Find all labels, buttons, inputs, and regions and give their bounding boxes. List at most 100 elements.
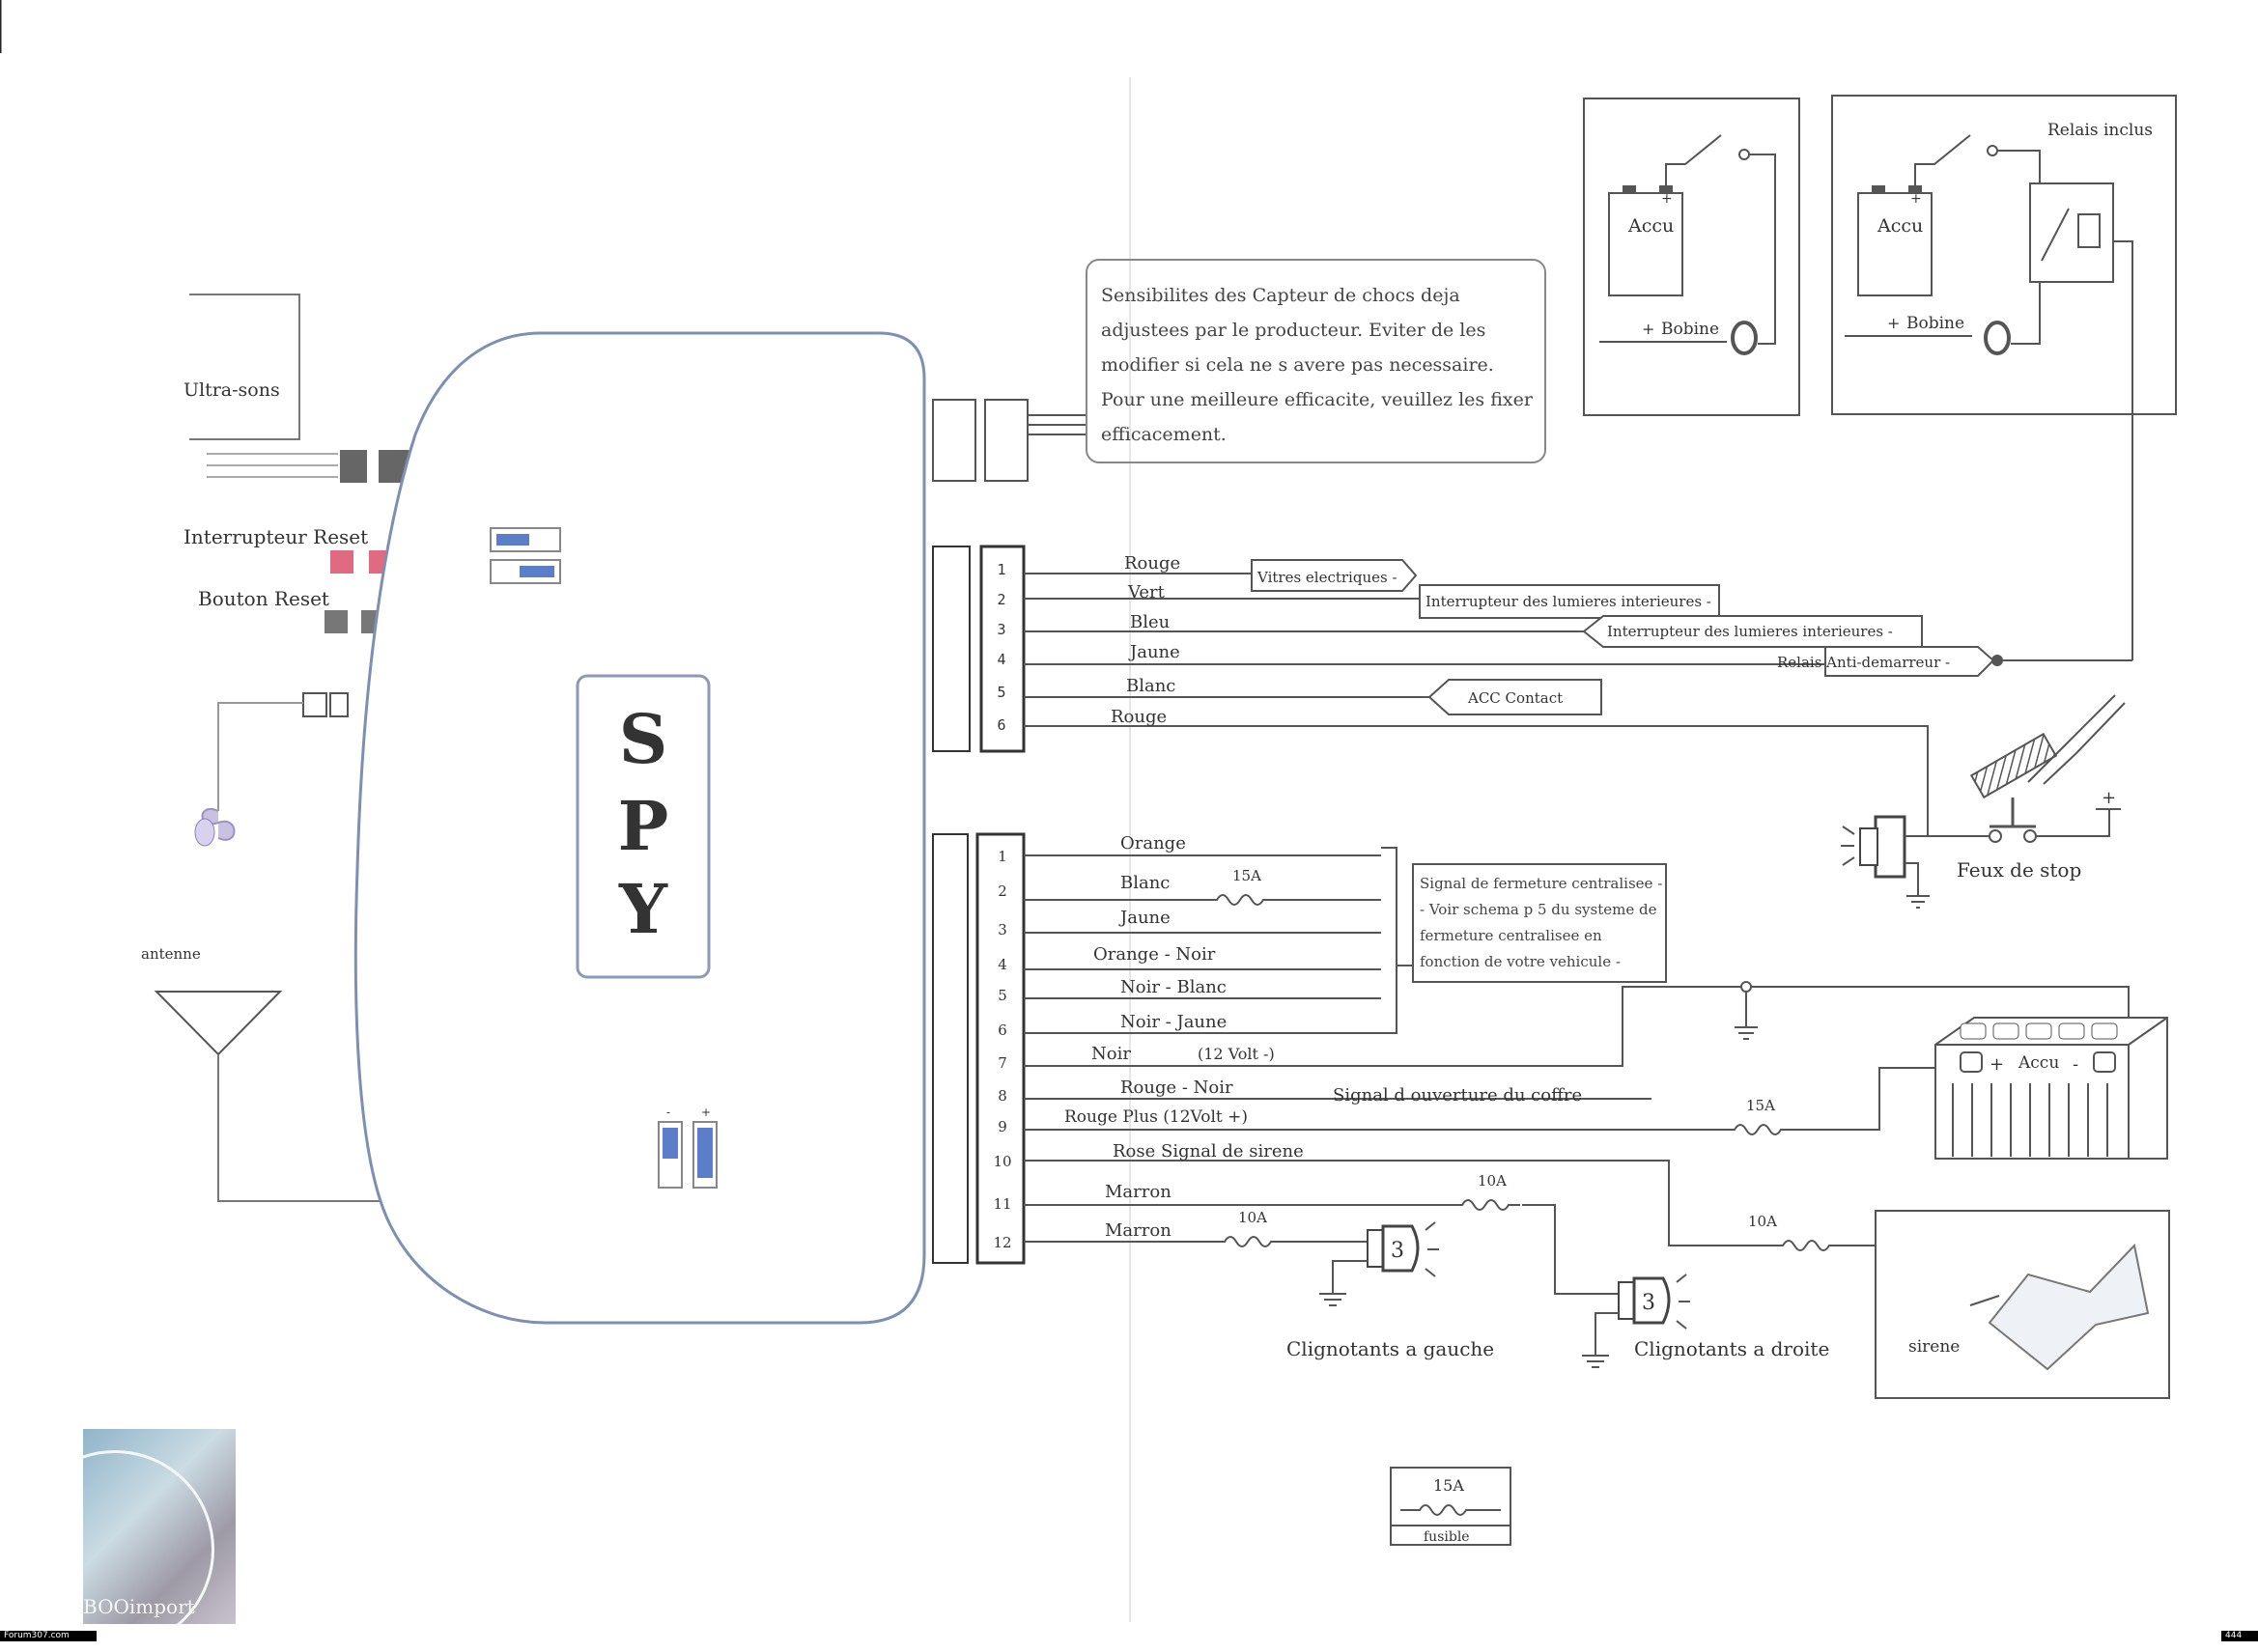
conn-b-pin-1: 1	[998, 848, 1007, 865]
brand-letter-s: S	[619, 699, 668, 779]
conn-b-pin-4: 4	[998, 956, 1007, 973]
lock-line-4: fonction de votre vehicule -	[1420, 953, 1621, 970]
svg-text:+: +	[2102, 788, 2116, 808]
wire-b7-volt: (12 Volt -)	[1198, 1045, 1275, 1063]
indicator-left: 3 Clignotants a gauche	[1286, 1221, 1494, 1360]
logo-text: BOOimport	[83, 1595, 195, 1618]
svg-text:+: +	[1642, 320, 1654, 338]
battery-label: Accu	[2018, 1053, 2059, 1073]
reset-button: Bouton Reset	[198, 587, 377, 633]
svg-text:-: -	[666, 1106, 670, 1119]
conn-b-pin-3: 3	[998, 921, 1007, 938]
relay1-bobine-label: Bobine	[1661, 320, 1719, 339]
fuse-marron-12: 10A	[1219, 1209, 1283, 1247]
lock-line-3: fermeture centralisee en	[1420, 927, 1602, 944]
fuse-accu: 15A	[1729, 1097, 1792, 1135]
svg-text:+: +	[1887, 314, 1900, 332]
conn-b-pin-10: 10	[993, 1153, 1011, 1170]
fuse-blanc: 15A	[1209, 867, 1275, 906]
relay-box-1: + Accu + Bobine	[1583, 98, 1800, 416]
brand-letter-y: Y	[618, 869, 668, 949]
lock-line-2: - Voir schema p 5 du systeme de	[1420, 901, 1657, 918]
reset-switch-label: Interrupteur Reset	[183, 525, 368, 548]
fuse-legend-label: fusible	[1424, 1529, 1470, 1545]
fuse-accu-label: 15A	[1746, 1097, 1775, 1114]
conn-b-pin-7: 7	[998, 1054, 1007, 1072]
wire-b9-label: Rouge Plus (12Volt +)	[1064, 1107, 1248, 1127]
svg-text:-: -	[2073, 1054, 2078, 1075]
ultrasons-label: Ultra-sons	[183, 379, 280, 401]
conn-b-pin-2: 2	[998, 882, 1007, 900]
car-battery: + - Accu	[1934, 1017, 2168, 1160]
fuse-sirene-label: 10A	[1748, 1213, 1777, 1230]
wire-b7-label: Noir	[1091, 1044, 1131, 1064]
shock-sensor-plug	[932, 399, 1086, 482]
fuse-marron-12-label: 10A	[1238, 1209, 1267, 1226]
connector-a-wires	[1024, 573, 2132, 836]
central-locking-note: Signal de fermeture centralisee - - Voir…	[1412, 863, 1667, 983]
tag-relais-label: Relais Anti-demarreur -	[1777, 654, 1950, 671]
conn-a-pin-6: 6	[997, 716, 1005, 734]
conn-b-pin-9: 9	[998, 1118, 1007, 1135]
antenna-label: antenne	[141, 945, 201, 963]
fuse-blanc-label: 15A	[1232, 867, 1261, 884]
booimport-logo: BOOimport	[83, 1429, 236, 1624]
wire-b5-label: Noir - Blanc	[1120, 977, 1227, 997]
wire-a2-label: Vert	[1127, 582, 1166, 602]
fuse-legend-value: 15A	[1433, 1476, 1464, 1495]
connector-b	[932, 832, 1026, 1265]
fuse-legend: 15A fusible	[1390, 1467, 1511, 1546]
wire-a5-label: Blanc	[1126, 676, 1175, 696]
conn-b-pin-5: 5	[998, 987, 1007, 1004]
fuse-marron-11: 10A	[1456, 1172, 1520, 1211]
conn-b-pin-12: 12	[993, 1234, 1011, 1251]
tag-relais: Relais Anti-demarreur -	[1777, 646, 2003, 677]
svg-text:+: +	[1910, 191, 1922, 207]
clig-gauche-label: Clignotants a gauche	[1286, 1337, 1494, 1360]
connector-b-wires	[1024, 847, 2130, 1295]
wire-b12-label: Marron	[1105, 1220, 1171, 1241]
lock-line-1: Signal de fermeture centralisee -	[1420, 875, 1663, 892]
wire-b10-label: Rose Signal de sirene	[1113, 1141, 1304, 1162]
wire-b4-label: Orange - Noir	[1093, 944, 1216, 965]
tag-interrupteur-2-label: Interrupteur des lumieres interieures -	[1607, 623, 1893, 640]
wire-a1-label: Rouge	[1124, 553, 1180, 574]
ground-battery	[1735, 981, 1758, 1040]
note-line-2: adjustees par le producteur. Eviter de l…	[1101, 320, 1486, 341]
svg-text:3: 3	[1391, 1239, 1404, 1263]
alarm-unit: S P Y - +	[353, 331, 926, 1325]
svg-text:3: 3	[1642, 1291, 1655, 1315]
svg-text:+: +	[1990, 1054, 2004, 1075]
wire-b8-label: Rouge - Noir	[1120, 1078, 1233, 1098]
tag-interrupteur-1-label: Interrupteur des lumieres interieures -	[1425, 593, 1711, 610]
brand-panel	[576, 674, 711, 979]
wire-b1-label: Orange	[1120, 833, 1186, 854]
tag-acc: ACC Contact	[1427, 679, 1602, 715]
brand-letter-p: P	[618, 786, 669, 866]
svg-text:+: +	[1661, 191, 1673, 207]
ultrasons-module: Ultra-sons	[183, 294, 409, 483]
wire-b2-label: Blanc	[1120, 873, 1170, 893]
wire-b6-label: Noir - Jaune	[1120, 1012, 1227, 1032]
wire-b11-label: Marron	[1105, 1182, 1171, 1202]
coffre-label: Signal d ouverture du coffre	[1333, 1085, 1582, 1106]
connector-b-pin-labels: 1 2 3 4 5 6 7 8 9 10 11 12	[993, 848, 1011, 1251]
conn-b-pin-8: 8	[998, 1087, 1007, 1105]
footer-source: Forum307.com	[0, 1631, 97, 1641]
conn-b-pin-11: 11	[993, 1195, 1011, 1213]
connector-a: 1 2 3 4 5 6	[932, 545, 1026, 753]
relay2-title: Relais inclus	[2047, 121, 2153, 140]
shock-sensor-connector	[194, 692, 349, 847]
note-line-3: modifier si cela ne s avere pas necessai…	[1101, 354, 1494, 376]
antenna: antenne	[141, 945, 406, 1202]
tag-acc-label: ACC Contact	[1467, 689, 1563, 707]
footer-size: 444 kb	[2221, 1631, 2258, 1651]
tag-interrupteur-2: Interrupteur des lumieres interieures -	[1582, 615, 1923, 648]
reset-button-label: Bouton Reset	[198, 587, 329, 610]
siren-box: sirene	[1875, 1210, 2170, 1399]
connector-a-wire-labels: Rouge Vert Bleu Jaune Blanc Rouge	[1111, 553, 1180, 727]
conn-b-pin-6: 6	[998, 1022, 1007, 1039]
svg-text:+: +	[701, 1106, 711, 1119]
note-line-5: efficacement.	[1101, 424, 1227, 445]
